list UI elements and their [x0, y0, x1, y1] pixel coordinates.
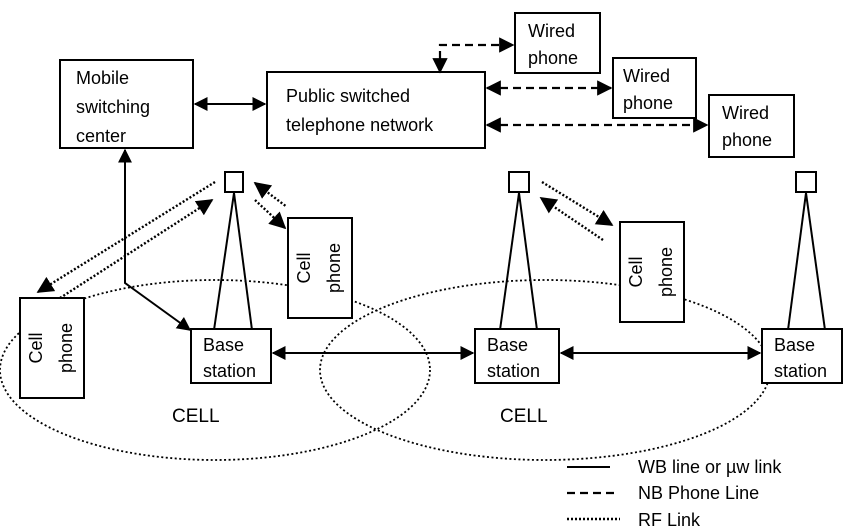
svg-text:phone: phone — [56, 323, 76, 373]
svg-text:Wired: Wired — [623, 66, 670, 86]
wired-phone-1: Wired phone — [514, 12, 601, 74]
svg-text:Cell: Cell — [294, 252, 314, 283]
svg-text:station: station — [774, 361, 827, 381]
base-station-right: Base station — [761, 328, 843, 384]
msc-label-line1: Mobile — [76, 68, 129, 88]
wired-phone-2: Wired phone — [612, 57, 697, 119]
pstn-label-line2: telephone network — [286, 115, 434, 135]
svg-text:phone: phone — [324, 243, 344, 293]
msc-label-line2: switching — [76, 97, 150, 117]
tower-left — [213, 171, 253, 331]
svg-text:Cell: Cell — [26, 332, 46, 363]
svg-text:station: station — [203, 361, 256, 381]
nb-line-wired-phone-1 — [432, 37, 515, 74]
base-station-left: Base station — [190, 328, 272, 384]
svg-text:phone: phone — [656, 247, 676, 297]
legend-rf-label: RF Link — [638, 510, 701, 530]
svg-text:phone: phone — [623, 93, 673, 113]
svg-text:Base: Base — [487, 335, 528, 355]
legend: WB line or µw link NB Phone Line RF Link — [567, 457, 782, 530]
cell-phone-center-right: Cell phone — [619, 221, 685, 323]
rf-link-center-right-2 — [539, 197, 604, 241]
base-station-middle: Base station — [474, 328, 560, 384]
svg-text:Wired: Wired — [722, 103, 769, 123]
svg-text:Base: Base — [774, 335, 815, 355]
svg-text:Wired: Wired — [528, 21, 575, 41]
svg-text:phone: phone — [722, 130, 772, 150]
svg-text:phone: phone — [528, 48, 578, 68]
svg-text:station: station — [487, 361, 540, 381]
cell-phone-left: Cell phone — [19, 297, 85, 399]
cell-label-left: CELL — [172, 406, 220, 427]
rf-link-center-right-1 — [541, 180, 614, 227]
cell-label-right: CELL — [500, 406, 548, 427]
pstn-label-line1: Public switched — [286, 86, 410, 106]
rf-link-center-left-2 — [254, 199, 287, 230]
legend-nb-label: NB Phone Line — [638, 483, 759, 503]
rf-link-center-left-1 — [253, 181, 288, 208]
svg-text:Cell: Cell — [626, 256, 646, 287]
rf-link-left-1 — [36, 180, 216, 294]
legend-wb-label: WB line or µw link — [638, 457, 782, 477]
cell-phone-center-left: Cell phone — [287, 217, 353, 319]
svg-text:Base: Base — [203, 335, 244, 355]
msc-label-line3: center — [76, 126, 126, 146]
tower-right — [787, 171, 826, 331]
cell-coverage-left — [0, 279, 431, 461]
public-switched-telephone-network: Public switched telephone network — [266, 71, 486, 149]
wired-phone-3: Wired phone — [708, 94, 795, 158]
msc-base-station-link — [118, 148, 192, 331]
tower-middle — [499, 171, 538, 331]
rf-link-left-2 — [59, 198, 214, 300]
mobile-switching-center: Mobile switching center — [59, 59, 194, 149]
